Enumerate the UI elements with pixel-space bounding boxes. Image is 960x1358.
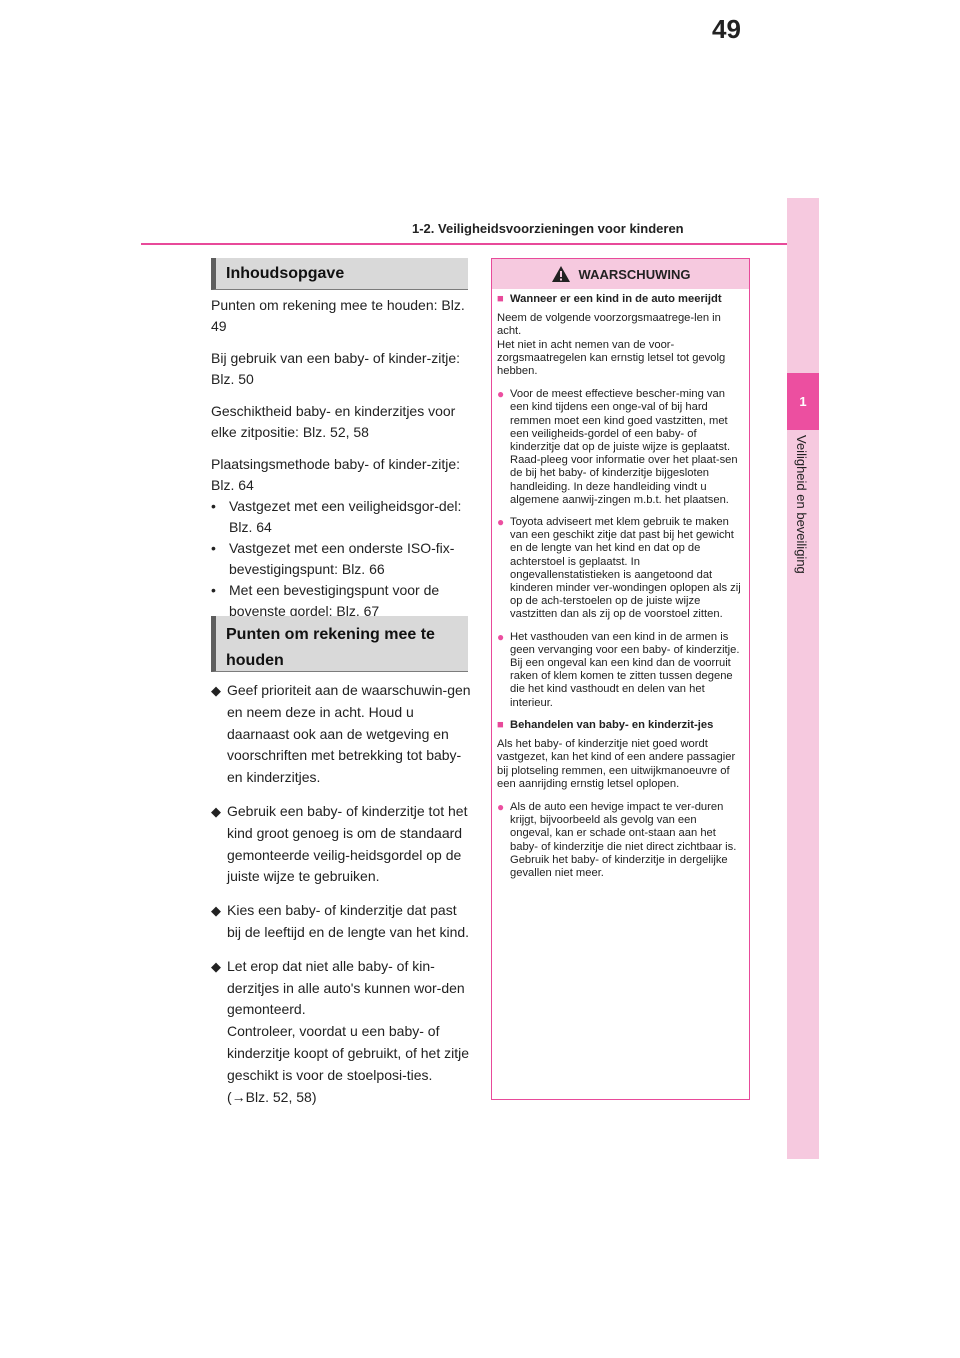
page-number: 49 — [712, 14, 741, 44]
toc-item: Bij gebruik van een baby- of kinder-zitj… — [211, 350, 461, 387]
warning-paragraph: Als het baby- of kinderzitje niet goed w… — [497, 738, 736, 790]
warning-box: WAARSCHUWING ■Wanneer er een kind in de … — [491, 258, 750, 1100]
list-item: ◆Gebruik een baby- of kinderzitje tot he… — [211, 802, 468, 885]
list-item-continued: Controleer, voordat u een baby- of kinde… — [227, 1023, 470, 1105]
warning-bullet: ●Het vasthouden van een kind in de armen… — [497, 629, 740, 709]
warning-title: WAARSCHUWING — [578, 266, 691, 282]
list-item: ◆Kies een baby- of kinderzitje dat past … — [211, 902, 470, 940]
toc-item: Plaatsingsmethode baby- of kinder-zitje:… — [211, 456, 461, 493]
warning-bullet: ●Als de auto een hevige impact te ver-du… — [497, 799, 737, 879]
warning-bullet: ●Voor de meest effectieve bescher-ming v… — [497, 387, 738, 506]
toc-subitem: •Vastgezet met een onderste ISO-fix-beve… — [211, 540, 455, 577]
points-heading: Punten om rekening mee te houden — [211, 616, 468, 672]
warning-paragraph: Neem de volgende voorzorgsmaatrege-len i… — [497, 312, 726, 378]
section-title: 1-2. Veiligheidsvoorzieningen voor kinde… — [412, 221, 684, 236]
header-rule — [141, 243, 787, 245]
chapter-label-text: Veiligheid en beveiliging — [794, 435, 809, 574]
toc-list: Punten om rekening mee te houden: Blz. 4… — [211, 295, 473, 622]
warning-header: WAARSCHUWING — [492, 259, 749, 289]
list-item: ◆Geef prioriteit aan de waarschuwin-gen … — [211, 682, 471, 786]
points-list: ◆Geef prioriteit aan de waarschuwin-gen … — [211, 680, 473, 1120]
toc-heading: Inhoudsopgave — [211, 258, 468, 290]
list-item: ◆Let erop dat niet alle baby- of kin-der… — [211, 957, 465, 1018]
toc-subitem: •Vastgezet met een veiligheidsgor-del: B… — [211, 498, 462, 535]
toc-item: Geschiktheid baby- en kinderzitjes voor … — [211, 403, 456, 440]
warning-subheading: ■Wanneer er een kind in de auto meerijdt — [497, 293, 722, 305]
toc-subitem: •Met een bevestigingspunt voor de bovens… — [211, 582, 440, 619]
chapter-label: Veiligheid en beveiliging — [794, 435, 810, 615]
warning-bullet: ●Toyota adviseert met klem gebruik te ma… — [497, 515, 741, 621]
chapter-side-tab — [787, 198, 819, 1159]
warning-triangle-icon — [551, 266, 570, 282]
warning-body: ■Wanneer er een kind in de auto meerijdt… — [497, 293, 741, 889]
toc-item: Punten om rekening mee te houden: Blz. 4… — [211, 297, 465, 334]
chapter-number-tab: 1 — [787, 373, 819, 430]
warning-subheading: ■Behandelen van baby- en kinderzit-jes — [497, 718, 714, 731]
